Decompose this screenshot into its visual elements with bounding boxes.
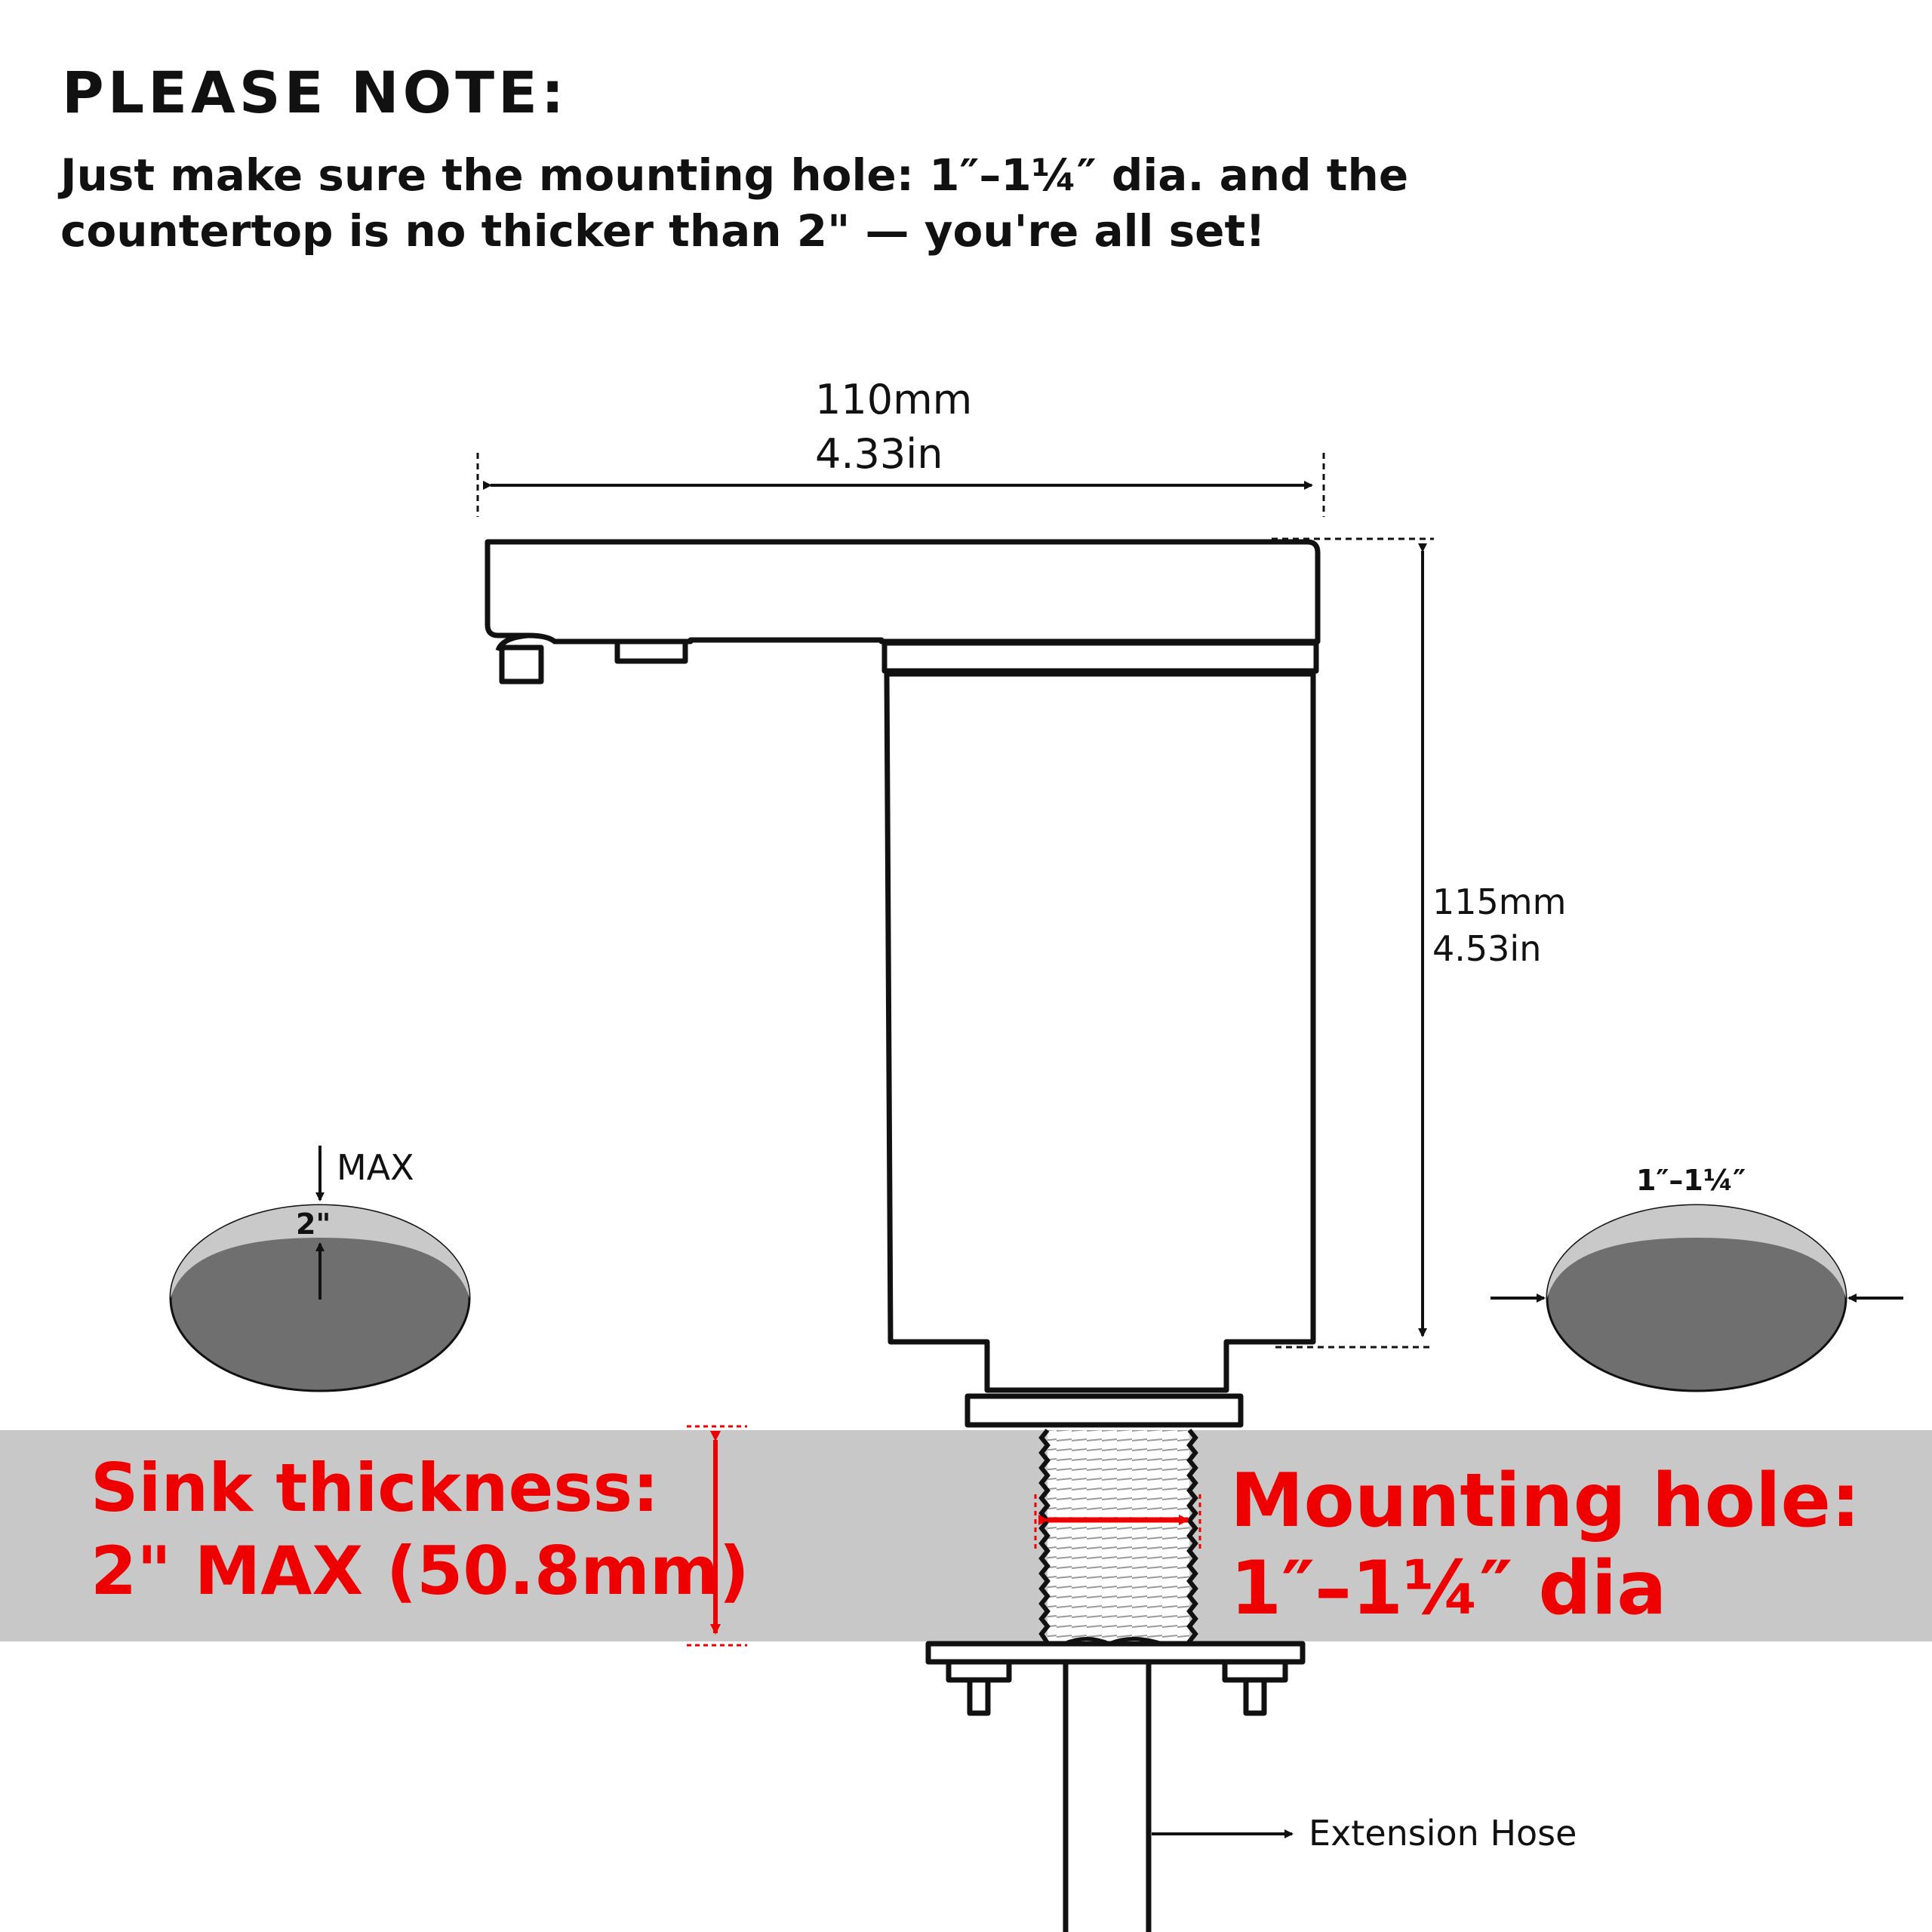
- faucet-body: [881, 640, 1319, 1428]
- height-mm-label: 115mm: [1432, 881, 1567, 922]
- diameter-hole-detail: [1491, 1204, 1903, 1392]
- height-dimension: [1272, 537, 1434, 1349]
- sink-thickness-value: 2" MAX (50.8mm): [91, 1532, 749, 1610]
- diameter-label: 1″–1¼″: [1636, 1164, 1746, 1197]
- mounting-hole-title: Mounting hole:: [1230, 1458, 1861, 1544]
- width-dimension: [476, 453, 1325, 517]
- thickness-value-label: 2": [296, 1208, 331, 1241]
- faucet-spout: [485, 539, 1321, 685]
- height-in-label: 4.53in: [1432, 928, 1542, 969]
- threaded-shank: [1038, 1429, 1198, 1652]
- thickness-hole-detail: [169, 1146, 471, 1392]
- sink-thickness-indicator: [687, 1425, 747, 1647]
- note-line-1: Just make sure the mounting hole: 1″–1¼″…: [60, 149, 1409, 201]
- note-line-2: countertop is no thicker than 2" — you'r…: [60, 205, 1266, 257]
- max-label: MAX: [337, 1147, 414, 1188]
- mounting-plate: [925, 1641, 1306, 1716]
- width-mm-label: 110mm: [815, 376, 973, 423]
- extension-hose-label: Extension Hose: [1309, 1813, 1577, 1854]
- sink-thickness-title: Sink thickness:: [91, 1449, 660, 1527]
- width-in-label: 4.33in: [815, 430, 943, 478]
- mounting-hole-indicator: [1034, 1494, 1201, 1549]
- extension-hose: [1063, 1663, 1152, 1932]
- countertop-band: [0, 1430, 1932, 1641]
- page-title: PLEASE NOTE:: [62, 59, 568, 126]
- mounting-hole-value: 1″–1¼″ dia: [1230, 1546, 1667, 1632]
